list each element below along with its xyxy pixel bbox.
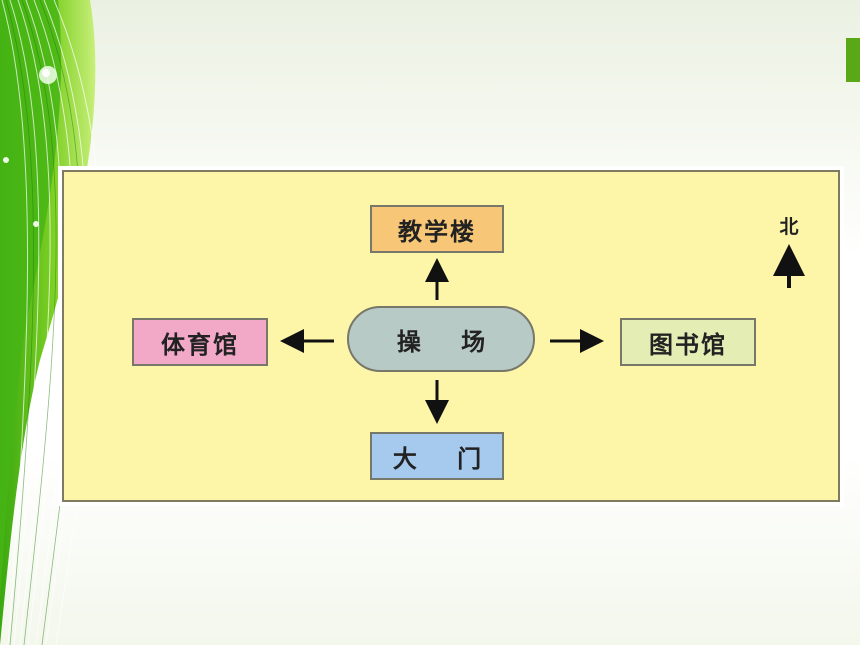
node-gymnasium: 体育馆 — [132, 318, 268, 366]
campus-map-panel: 教学楼 操 场 体育馆 图书馆 大 门 北 — [62, 170, 840, 502]
node-playground: 操 场 — [347, 306, 535, 372]
campus-map-figure: 教学楼 操 场 体育馆 图书馆 大 门 北 — [58, 166, 844, 506]
node-teaching-building: 教学楼 — [370, 205, 504, 253]
node-main-gate: 大 门 — [370, 432, 504, 480]
north-label: 北 — [779, 216, 799, 238]
accent-square — [846, 38, 860, 82]
node-library: 图书馆 — [620, 318, 756, 366]
direction-arrows — [280, 244, 805, 424]
green-leaf-decoration — [0, 0, 101, 645]
